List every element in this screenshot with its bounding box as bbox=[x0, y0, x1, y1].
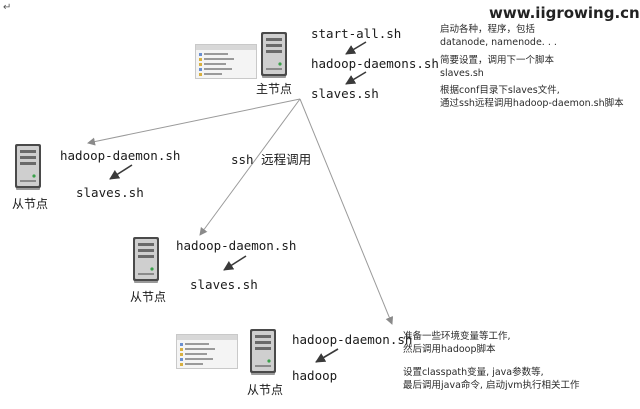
note-slave-line3: 设置classpath变量, java参数等, bbox=[403, 367, 544, 378]
note-slave-line4: 最后调用java命令, 启动jvm执行相关工作 bbox=[403, 380, 580, 391]
slave3-server-icon bbox=[247, 327, 279, 382]
ssh-arrow-slave3 bbox=[299, 98, 394, 325]
note-master-line5: 根据conf目录下slaves文件, bbox=[440, 85, 560, 96]
arrow-start-to-daemons bbox=[345, 41, 367, 55]
watermark: www.iigrowing.cn bbox=[489, 4, 640, 22]
ssh-arrow-slave1 bbox=[87, 98, 301, 146]
file-list-icon bbox=[177, 335, 237, 366]
note-slave-line1: 准备一些环境变量等工作, bbox=[403, 331, 511, 342]
slave1-cmd-hadoop-daemon: hadoop-daemon.sh bbox=[60, 148, 181, 163]
cmd-hadoop-daemons: hadoop-daemons.sh bbox=[311, 56, 439, 71]
slave1-server-icon bbox=[12, 142, 44, 197]
slave2-node-label: 从节点 bbox=[130, 290, 167, 304]
slave2-server-icon bbox=[130, 235, 162, 290]
master-node-label: 主节点 bbox=[256, 82, 293, 96]
arrow-daemons-to-slaves bbox=[345, 71, 367, 85]
slave2-cmd-hadoop-daemon: hadoop-daemon.sh bbox=[176, 238, 297, 253]
slave3-cmd-hadoop-daemon: hadoop-daemon.sh bbox=[292, 332, 413, 347]
ssh-arrow-slave2 bbox=[199, 98, 301, 236]
note-master-line2: datanode, namenode. . . bbox=[440, 37, 557, 48]
note-master-line4: slaves.sh bbox=[440, 68, 484, 79]
arrow-slave1-daemon-to-slaves bbox=[109, 164, 133, 180]
note-master-line1: 启动各种，程序，包括 bbox=[440, 24, 536, 35]
master-server-icon bbox=[258, 30, 290, 85]
note-master-line3: 简要设置，调用下一个脚本 bbox=[440, 55, 555, 66]
cmd-start-all: start-all.sh bbox=[311, 26, 402, 41]
arrow-slave2-daemon-to-slaves bbox=[223, 255, 247, 271]
file-list-thumbnail-slave3 bbox=[176, 334, 238, 369]
note-slave-line2: 然后调用hadoop脚本 bbox=[403, 344, 496, 355]
cmd-master-slaves: slaves.sh bbox=[311, 86, 379, 101]
note-master-line6: 通过ssh远程调用hadoop-daemon.sh脚本 bbox=[440, 98, 624, 109]
return-mark: ↵ bbox=[3, 2, 12, 13]
slave3-node-label: 从节点 bbox=[247, 383, 284, 397]
slave3-cmd-hadoop: hadoop bbox=[292, 368, 338, 383]
file-list-icon bbox=[196, 45, 256, 76]
slave1-cmd-slaves: slaves.sh bbox=[76, 185, 144, 200]
arrow-slave3-daemon-to-hadoop bbox=[315, 348, 339, 363]
slave1-node-label: 从节点 bbox=[12, 197, 49, 211]
ssh-remote-call-label: ssh 远程调用 bbox=[231, 152, 312, 167]
file-list-thumbnail bbox=[195, 44, 257, 79]
slave2-cmd-slaves: slaves.sh bbox=[190, 277, 258, 292]
